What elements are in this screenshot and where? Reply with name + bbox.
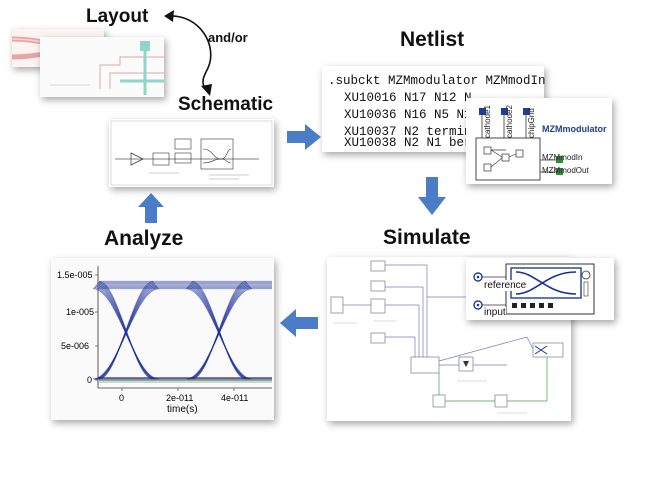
schematic-graphic [110,120,273,186]
netlist-line: XU10036 N16 N5 N1 [344,108,472,122]
arrow-left-icon [280,309,318,337]
x-axis-label: time(s) [167,404,198,415]
y-tick-label: 0 [87,375,93,385]
circuit-layout-graphic [40,37,164,97]
arrow-up-icon [138,193,164,223]
arrow-down-icon [418,177,446,215]
netlist-line: XU10016 N17 N12 N [344,91,472,105]
mzm-symbol-body [475,115,563,181]
mzm-symbol-title: MZMmodulator [542,124,607,134]
y-tick-label: 5e-006 [61,341,90,351]
scope-input-label: input [484,307,506,318]
pin-label-mzm-out: MZMmodOut [542,166,589,175]
label-simulate: Simulate [383,226,471,249]
eye-trace [92,288,160,380]
x-tick-label: 2e-011 [166,393,194,403]
eye-traces [92,280,272,383]
label-layout: Layout [86,6,149,27]
schematic-card [109,119,274,187]
curved-arrow-icon [164,10,212,96]
eye-trace [185,288,253,380]
y-tick-label: 1.5e-005 [57,270,93,280]
label-schematic: Schematic [178,94,274,115]
pin-chipgnd [523,108,530,115]
layout-thumbnail-front [40,37,164,97]
netlist-line: XU10038 N2 N1 ber [344,136,472,150]
label-analyze: Analyze [104,227,184,250]
label-and-or: and/or [208,30,248,45]
label-netlist: Netlist [400,28,465,51]
scope-reference-label: reference [484,280,527,291]
eye-diagram-card: 1.5e-005 1e-005 5e-006 0 0 2e-011 4e-011… [51,258,274,420]
netlist-line: .subckt MZMmodulator MZMmodIn [328,74,546,88]
pin-cathode1 [479,108,486,115]
pin-label-mzm-in: MZMmodIn [542,153,583,162]
scope-popup-card: reference input [466,258,614,320]
y-tick-label: 1e-005 [66,307,95,317]
eye-diagram-plot [92,266,272,391]
netlist-line: XU10037 N2 termin [344,125,472,139]
arrow-right-icon [287,124,321,150]
pin-cathode2 [501,108,508,115]
x-tick-label: 0 [119,393,125,403]
x-tick-label: 4e-011 [221,393,249,403]
mzm-symbol-card: MZMmodulator cathode1 cathode2 chipGnd M… [466,98,612,184]
